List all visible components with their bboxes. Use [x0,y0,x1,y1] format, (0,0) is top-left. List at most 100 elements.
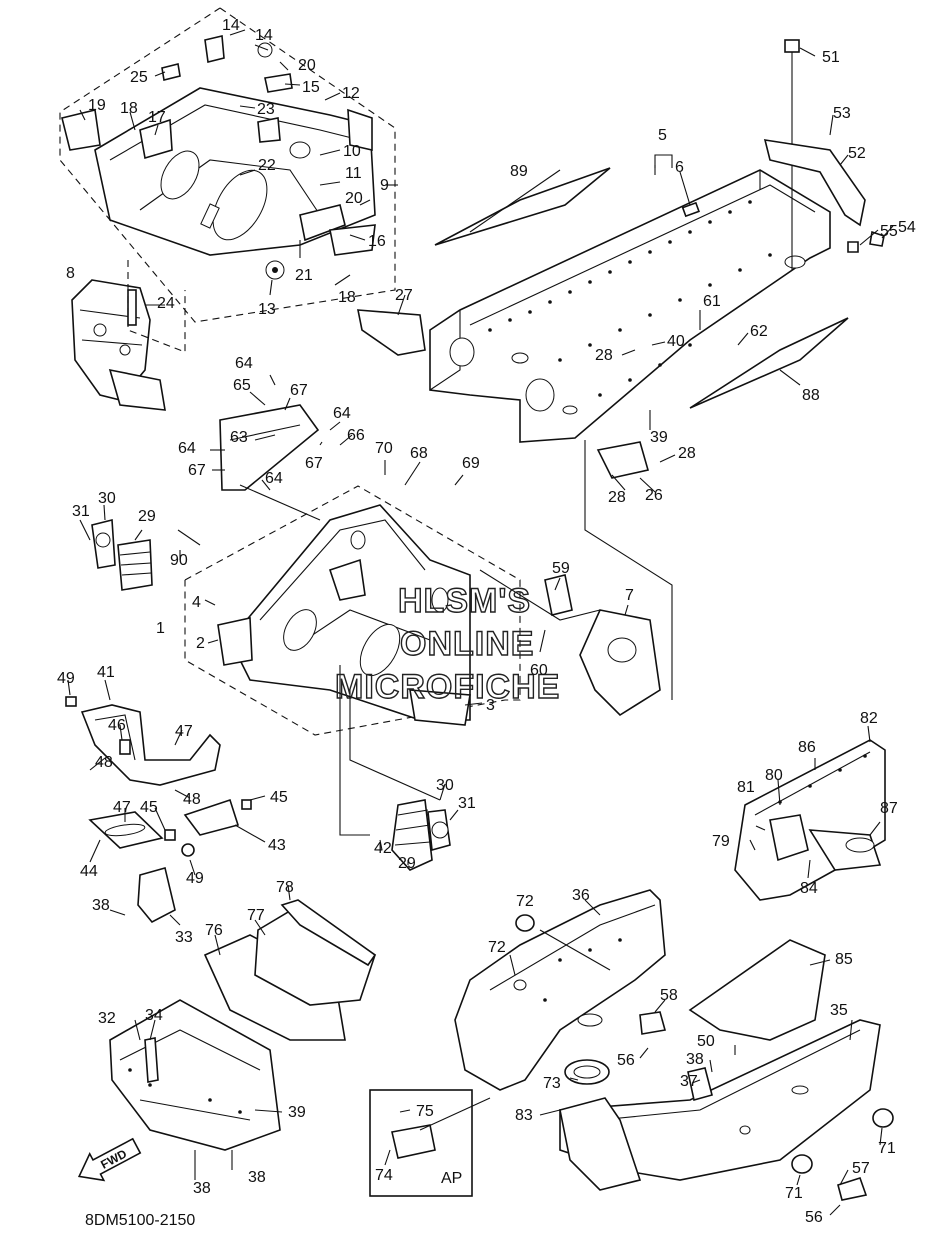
callout-label: 63 [230,429,248,446]
main-frame-group [91,404,661,836]
callout-label: 55 [880,223,898,240]
callout-label: 58 [660,987,678,1004]
callout-label: 64 [235,355,253,372]
callout-label: 71 [785,1185,803,1202]
callout-label: 72 [488,939,506,956]
watermark-line-1: HLSM'S [398,582,531,620]
callout-label: 11 [345,165,362,182]
callout-label: 49 [186,870,204,887]
callout-label: 85 [835,951,853,968]
callout-label: 39 [650,429,668,446]
callout-label: 9 [380,177,389,194]
callout-label: 72 [516,893,534,910]
watermark: HLSM'S ONLINE MICROFICHE [334,581,560,706]
callout-label: 40 [667,333,685,350]
callout-label: 5 [658,127,667,144]
callout-label: 61 [703,293,721,310]
callout-label: 30 [98,490,116,507]
callout-label: 14 [222,17,240,34]
callout-label: 41 [97,664,115,681]
callout-label: 48 [183,791,201,808]
callout-label: 86 [798,739,816,756]
callout-label: 67 [305,455,323,472]
callout-label: 67 [188,462,206,479]
callout-label: 28 [608,489,626,506]
callout-label: 14 [255,27,273,44]
callout-label: 10 [343,143,361,160]
callout-labels: 14 14 20 25 15 1 2 23 19 18 17 10 22 11 9… [57,17,916,1226]
callout-label: 28 [678,445,696,462]
callout-label: 47 [175,723,193,740]
callout-label: 81 [737,779,755,796]
callout-label: 82 [860,710,878,727]
callout-label: 7 [625,587,634,604]
callout-label: 20 [298,57,316,74]
callout-label: 27 [395,287,413,304]
callout-label: 64 [333,405,351,422]
callout-label: 23 [257,101,275,118]
callout-label: 19 [88,97,106,114]
callout-label: 73 [543,1075,561,1092]
callout-label: 88 [802,387,820,404]
callout-label: 36 [572,887,590,904]
callout-label: 20 [345,190,363,207]
callout-label: 38 [193,1180,211,1197]
callout-label: 42 [374,840,392,857]
gaiter-group [391,799,451,871]
callout-label: 59 [552,560,570,577]
callout-label: 53 [833,105,851,122]
diagram-code: 8DM5100-2150 [85,1212,195,1229]
callout-label: 26 [645,487,663,504]
callout-label: 56 [805,1209,823,1226]
callout-label: 77 [247,907,265,924]
callout-label: 74 [375,1167,393,1184]
callout-label: 2 [196,635,205,652]
callout-label: 18 [120,100,138,117]
callout-label: 89 [510,163,528,180]
callout-label: 67 [290,382,308,399]
callout-label: 31 [72,503,90,520]
callout-label: 45 [140,799,158,816]
callout-label: 34 [145,1007,163,1024]
callout-label: 52 [848,145,866,162]
callout-label: 47 [113,799,131,816]
callout-label: 49 [57,670,75,687]
callout-label: 29 [138,508,156,525]
callout-label: 71 [878,1140,896,1157]
callout-label: 69 [462,455,480,472]
callout-label: 46 [108,717,126,734]
callout-label: 17 [148,109,166,126]
callout-label: 45 [270,789,288,806]
watermark-line-2: ONLINE [400,625,534,663]
callout-label: 70 [375,440,393,457]
callout-label: 13 [258,301,276,318]
callout-label: 21 [295,267,313,284]
callout-label: 3 [486,697,495,714]
callout-label: 38 [248,1169,266,1186]
tunnel-rivet-holes [488,200,772,397]
callout-label: 64 [178,440,196,457]
belly-pan-group [454,889,894,1201]
callout-label: 79 [712,833,730,850]
callout-label: 87 [880,800,898,817]
side-panel-group [734,739,886,901]
callout-label: 15 [302,79,320,96]
callout-label: 18 [338,289,356,306]
callout-label: 25 [130,69,148,86]
callout-label: 39 [288,1104,306,1121]
callout-label: 22 [258,157,276,174]
callout-label: 57 [852,1160,870,1177]
callout-label: 28 [595,347,613,364]
callout-label: 65 [233,377,251,394]
callout-label: 78 [276,879,294,896]
callout-label: 30 [436,777,454,794]
bumper-group [65,696,252,924]
callout-label: 38 [686,1051,704,1068]
callout-label: 31 [458,795,476,812]
callout-label: 83 [515,1107,533,1124]
callout-label: 50 [697,1033,715,1050]
callout-label: 68 [410,445,428,462]
callout-label: 37 [680,1073,698,1090]
callout-label: 1 [156,620,165,637]
